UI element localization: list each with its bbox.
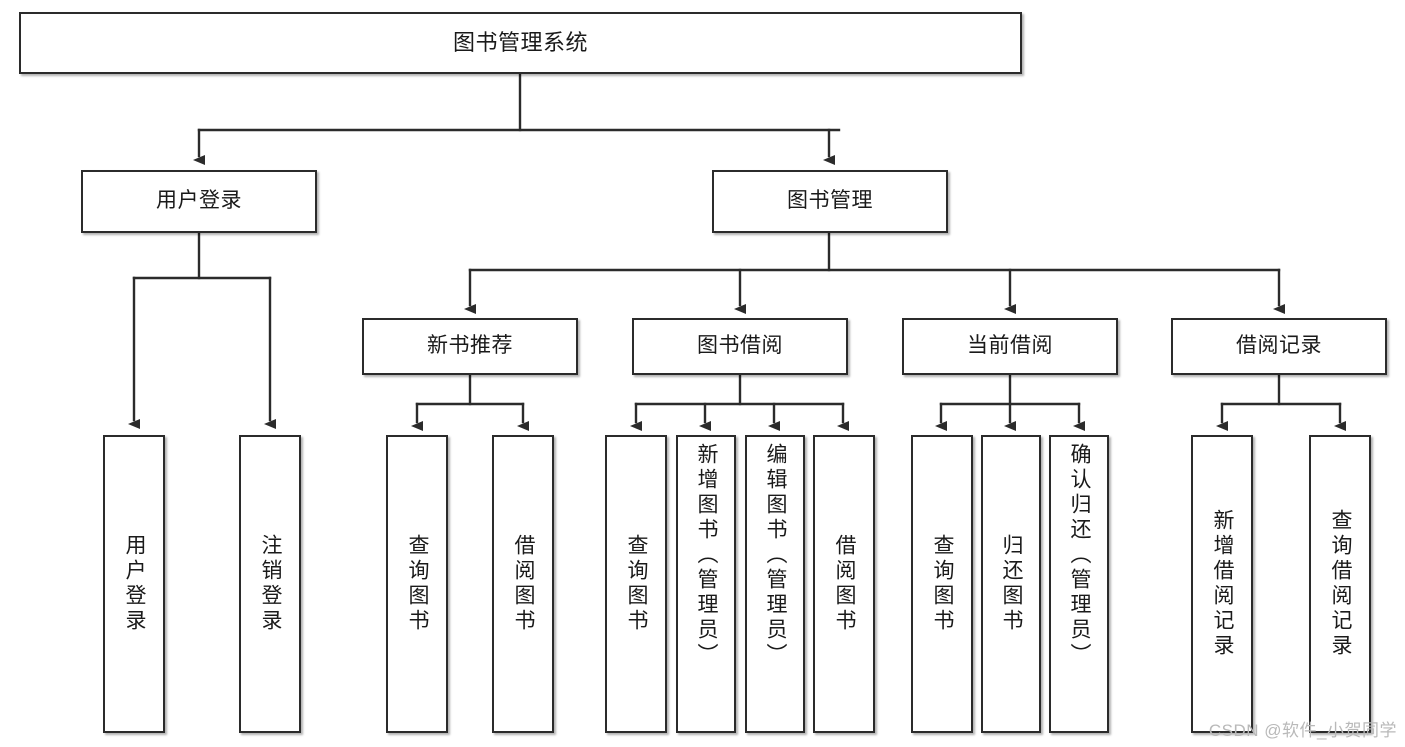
leaf-query-book-borrow[interactable]: 查询图书 <box>605 435 667 733</box>
leaf-borrow-book-label: 借阅图书 <box>833 534 857 634</box>
leaf-query-book-current-label: 查询图书 <box>931 534 955 634</box>
leaf-add-borrow-record-label: 新增借阅记录 <box>1211 509 1235 659</box>
leaf-edit-book-admin-label: 编辑图书（管理员） <box>764 443 788 668</box>
node-root[interactable]: 图书管理系统 <box>19 12 1022 74</box>
node-current-borrow[interactable]: 当前借阅 <box>902 318 1118 375</box>
node-book-management[interactable]: 图书管理 <box>712 170 948 233</box>
node-root-label: 图书管理系统 <box>452 30 588 56</box>
leaf-query-borrow-record[interactable]: 查询借阅记录 <box>1309 435 1371 733</box>
leaf-borrow-book-recommend[interactable]: 借阅图书 <box>492 435 554 733</box>
leaf-logout-label: 注销登录 <box>259 534 283 634</box>
leaf-user-login-label: 用户登录 <box>123 534 147 634</box>
leaf-logout[interactable]: 注销登录 <box>239 435 301 733</box>
leaf-query-book-recommend-label: 查询图书 <box>406 534 430 634</box>
csdn-watermark: CSDN @软件_小贺同学 <box>1208 721 1397 740</box>
node-book-management-label: 图书管理 <box>787 189 873 213</box>
leaf-query-borrow-record-label: 查询借阅记录 <box>1329 509 1353 659</box>
node-user-login-label: 用户登录 <box>156 189 242 213</box>
node-new-book-recommend-label: 新书推荐 <box>427 334 513 358</box>
node-user-login[interactable]: 用户登录 <box>81 170 317 233</box>
node-book-borrow-label: 图书借阅 <box>697 334 783 358</box>
leaf-query-book-recommend[interactable]: 查询图书 <box>386 435 448 733</box>
node-book-borrow[interactable]: 图书借阅 <box>632 318 848 375</box>
leaf-add-book-admin[interactable]: 新增图书（管理员） <box>676 435 736 733</box>
leaf-borrow-book-recommend-label: 借阅图书 <box>512 534 536 634</box>
node-current-borrow-label: 当前借阅 <box>967 334 1053 358</box>
leaf-add-borrow-record[interactable]: 新增借阅记录 <box>1191 435 1253 733</box>
node-new-book-recommend[interactable]: 新书推荐 <box>362 318 578 375</box>
leaf-confirm-return-admin[interactable]: 确认归还（管理员） <box>1049 435 1109 733</box>
leaf-add-book-admin-label: 新增图书（管理员） <box>695 443 719 668</box>
leaf-query-book-current[interactable]: 查询图书 <box>911 435 973 733</box>
node-borrow-record[interactable]: 借阅记录 <box>1171 318 1387 375</box>
leaf-return-book[interactable]: 归还图书 <box>981 435 1041 733</box>
node-borrow-record-label: 借阅记录 <box>1236 334 1322 358</box>
leaf-return-book-label: 归还图书 <box>1000 534 1024 634</box>
leaf-edit-book-admin[interactable]: 编辑图书（管理员） <box>745 435 805 733</box>
leaf-borrow-book[interactable]: 借阅图书 <box>813 435 875 733</box>
leaf-query-book-borrow-label: 查询图书 <box>625 534 649 634</box>
leaf-confirm-return-admin-label: 确认归还（管理员） <box>1068 443 1092 668</box>
leaf-user-login[interactable]: 用户登录 <box>103 435 165 733</box>
